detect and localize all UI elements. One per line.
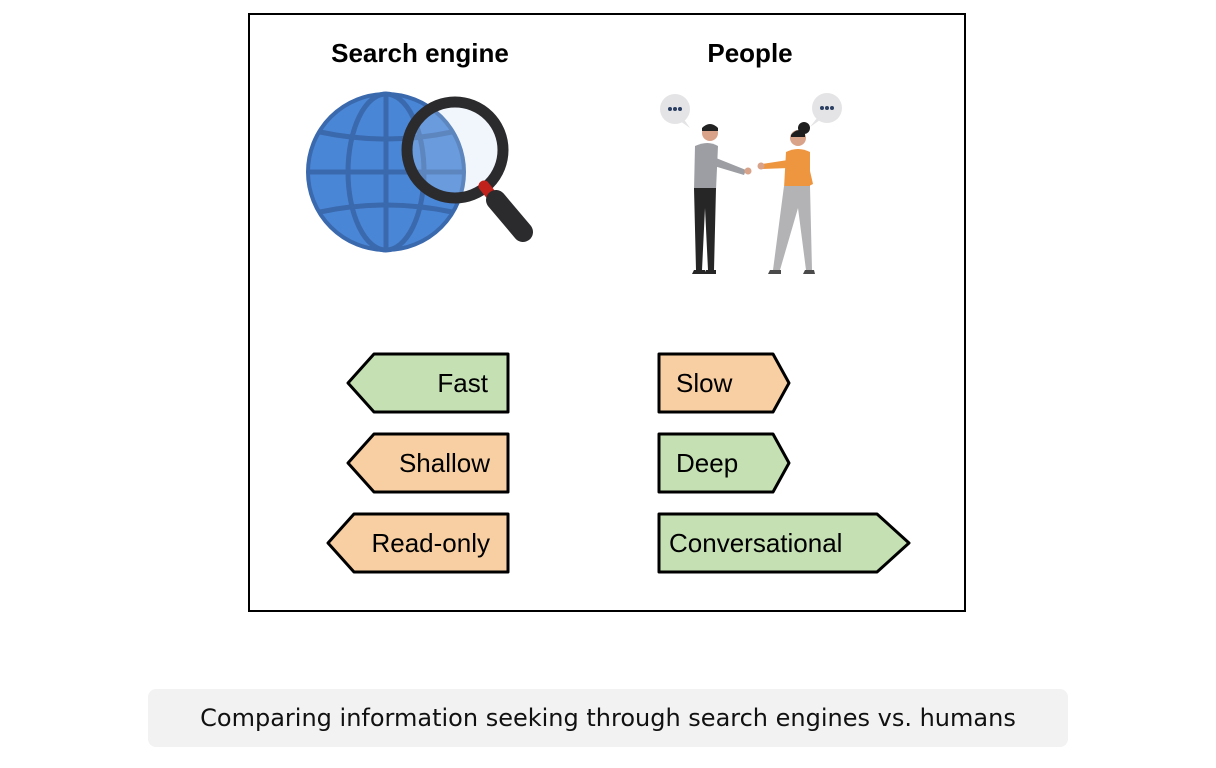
tag-read-only-label: Read-only [371, 528, 490, 558]
tag-fast: Fast [346, 352, 510, 414]
tag-conversational-label: Conversational [669, 528, 843, 558]
tag-deep-label: Deep [676, 448, 739, 478]
people-heading: People [707, 38, 793, 68]
tag-deep-shape [657, 432, 791, 494]
globe-magnifier-icon [300, 88, 540, 258]
caption-text: Comparing information seeking through se… [200, 704, 1016, 732]
tag-fast-shape [346, 352, 510, 414]
tag-slow: Slow [657, 352, 791, 414]
tag-shallow: Shallow [346, 432, 510, 494]
search-engine-heading: Search engine [331, 38, 509, 68]
tag-conversational: Conversational [657, 512, 911, 574]
tag-read-only-shape [326, 512, 510, 574]
tag-shallow-shape [346, 432, 510, 494]
tag-deep: Deep [657, 432, 791, 494]
tag-shallow-label: Shallow [398, 448, 490, 478]
tag-fast-label: Fast [437, 368, 488, 398]
tag-slow-shape [657, 352, 791, 414]
tag-slow-label: Slow [676, 368, 733, 398]
figure-caption: Comparing information seeking through se… [148, 689, 1068, 747]
tag-conversational-shape [657, 512, 911, 574]
tag-read-only: Read-only [326, 512, 510, 574]
two-people-talking-icon [650, 88, 850, 278]
